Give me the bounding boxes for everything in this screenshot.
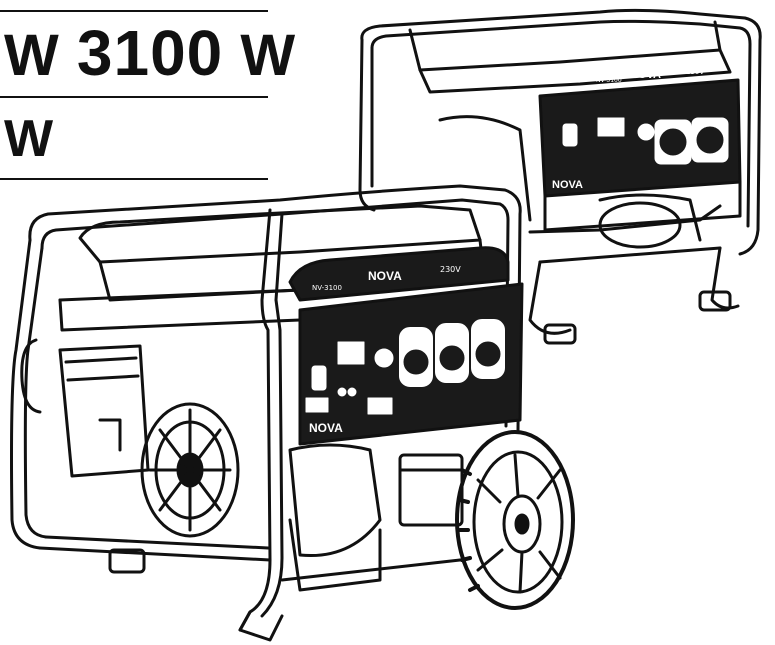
front-panel-model: NV-3100 [312, 284, 342, 292]
top-rule [0, 10, 268, 12]
power-unit-prefix: W [4, 23, 60, 88]
back-generator [358, 8, 762, 345]
power-value: 3100 [76, 17, 224, 89]
front-generator [10, 184, 575, 642]
header-area: W 3100 W W [0, 0, 295, 190]
power-rating-line: W 3100 W [4, 20, 296, 89]
back-panel-model: NV-3100 [596, 77, 622, 84]
front-panel-voltage: 230V [440, 265, 461, 274]
back-panel-voltage: 230V [686, 68, 704, 76]
front-panel-brand: NOVA [309, 421, 343, 435]
power-unit-suffix: W [240, 23, 297, 88]
secondary-rating-line: W [4, 110, 54, 168]
bottom-rule [0, 178, 268, 180]
back-panel-logo: NOVA [630, 69, 661, 81]
front-panel-logo: NOVA [368, 269, 402, 283]
middle-rule [0, 96, 268, 98]
back-panel-brand: NOVA [552, 179, 583, 191]
